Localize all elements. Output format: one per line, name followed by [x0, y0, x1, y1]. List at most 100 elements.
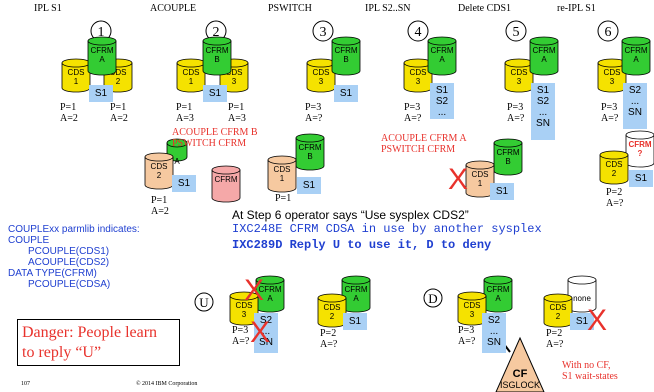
- parmlib-line-6: PCOUPLE(CDSA): [28, 279, 111, 290]
- step4-sub-cfrm-label-2: B: [505, 157, 510, 166]
- danger-box: Danger: People learn to reply “U”: [17, 319, 180, 366]
- step2-sub-cds-cylinder: CDS2: [144, 152, 174, 190]
- step5-cfrm-label-1: CFRM: [532, 46, 555, 55]
- step-number-3: 3: [312, 20, 334, 42]
- step5-sys-2: S2: [536, 96, 550, 107]
- step-number-1: 1: [90, 20, 112, 42]
- step3-sub-cds-label-1: CDS: [274, 165, 291, 174]
- step-number-6: 6: [597, 20, 619, 42]
- step6-sub-cfrm-label-2: ?: [638, 149, 643, 158]
- step6-sub-cfrm-label-1: CFRM: [628, 140, 651, 149]
- step6-cfrm-label-1: CFRM: [624, 46, 647, 55]
- step4-sys-2: S2: [435, 96, 449, 107]
- step-number-5: 5: [505, 20, 527, 42]
- option-u-cfrm-label-1: CFRM: [258, 285, 281, 294]
- option-u-cds-right-cylinder: CDS2: [317, 293, 347, 328]
- step6-system-box: S2...SN: [623, 83, 647, 129]
- option-d-cds-right-label-1: CDS: [550, 303, 567, 312]
- step2-cds-left-label-1: CDS: [183, 68, 200, 77]
- parmlib-line-4: ACOUPLE(CDS2): [28, 257, 110, 268]
- step5-cfrm-label-2: A: [541, 55, 547, 64]
- step3-sub-system-box: S1: [297, 177, 321, 194]
- step5-cds-label-1: CDS: [511, 68, 528, 77]
- copyright: © 2014 IBM Corporation: [136, 381, 198, 387]
- ixc248e-message: IXC248E CFRM CDSA in use by another sysp…: [232, 222, 542, 236]
- step4-cfrm-label-2: A: [439, 55, 445, 64]
- svg-text:5: 5: [513, 25, 520, 40]
- step2-sub-system-box: S1: [172, 175, 196, 192]
- step1-cds-left-label-2: 1: [74, 77, 79, 86]
- svg-text:1: 1: [98, 25, 105, 40]
- option-d-left-system-box: S2...SN: [482, 313, 506, 353]
- operator-message: At Step 6 operator says “Use sysplex CDS…: [232, 208, 469, 222]
- svg-text:3: 3: [320, 25, 327, 40]
- step1-cds-left-cylinder: CDS1: [61, 58, 91, 93]
- step4-cds-label-1: CDS: [410, 68, 427, 77]
- step4-sub-cds-label-1: CDS: [472, 170, 489, 179]
- step6-sub-system-box: S1: [629, 170, 653, 187]
- step6-cfrm-label-2: A: [633, 55, 639, 64]
- step4-sub-system-box: S1: [490, 183, 514, 200]
- cf-label: CF: [513, 368, 528, 380]
- step3-sub-cfrm-label-2: B: [307, 152, 312, 161]
- step1-cds-right-label-1: CDS: [110, 68, 127, 77]
- option-u-x-mark-bottom: X: [250, 316, 271, 349]
- step3-cds-label-1: CDS: [313, 68, 330, 77]
- option-u-left-system-box: S2...SN: [254, 313, 278, 353]
- step6-cds-label-2: 3: [610, 77, 615, 86]
- option-u-circle: U: [194, 292, 214, 312]
- step2-sub-cds-label-1: CDS: [151, 162, 168, 171]
- step4-sys-3: ...: [437, 107, 447, 118]
- ixc289d-message: IXC289D Reply U to use it, D to deny: [232, 238, 492, 252]
- step3-sub-cds-cylinder: CDS1: [267, 155, 297, 193]
- step3-cfrm-label-2: B: [343, 55, 348, 64]
- option-d-right-system-box: S1: [570, 313, 594, 330]
- parmlib-line-5: DATA TYPE(CFRM): [8, 268, 97, 279]
- step5-sys-3: ...: [538, 107, 548, 118]
- option-d-cds-left-label-1: CDS: [464, 301, 481, 310]
- step6-cds-label-1: CDS: [604, 68, 621, 77]
- step-label-2: ACOUPLE: [150, 3, 197, 14]
- option-d-cds-left-label-2: 3: [470, 310, 475, 319]
- step2-cds-left-label-2: 1: [189, 77, 194, 86]
- step4-sub-cfrm-label-1: CFRM: [496, 148, 519, 157]
- step6-sub-cfrm-cylinder: CFRM?: [625, 130, 654, 168]
- step6-sys-1: S2: [628, 85, 642, 96]
- svg-text:4: 4: [415, 25, 422, 40]
- option-u-x-mark-top: X: [244, 274, 265, 307]
- svg-text:U: U: [199, 295, 209, 310]
- step3-sub-cds-label-2: 1: [280, 174, 285, 183]
- option-u-cfrm-right-label-2: A: [353, 294, 359, 303]
- step6-sys-2: ...: [630, 96, 640, 107]
- parmlib-line-2: COUPLE: [8, 235, 50, 246]
- option-d-circle: D: [423, 288, 443, 308]
- step1-cds-right-label-2: 2: [116, 77, 121, 86]
- option-d-cfrm-label-1: CFRM: [486, 285, 509, 294]
- option-d-none-cylinder-label-2: none: [573, 294, 591, 303]
- option-u-cds-left-label-1: CDS: [236, 301, 253, 310]
- option-d-cfrm-label-2: A: [495, 294, 501, 303]
- step3-sub-cfrm-label-1: CFRM: [298, 143, 321, 152]
- step2-cfrm-label-2: B: [214, 55, 219, 64]
